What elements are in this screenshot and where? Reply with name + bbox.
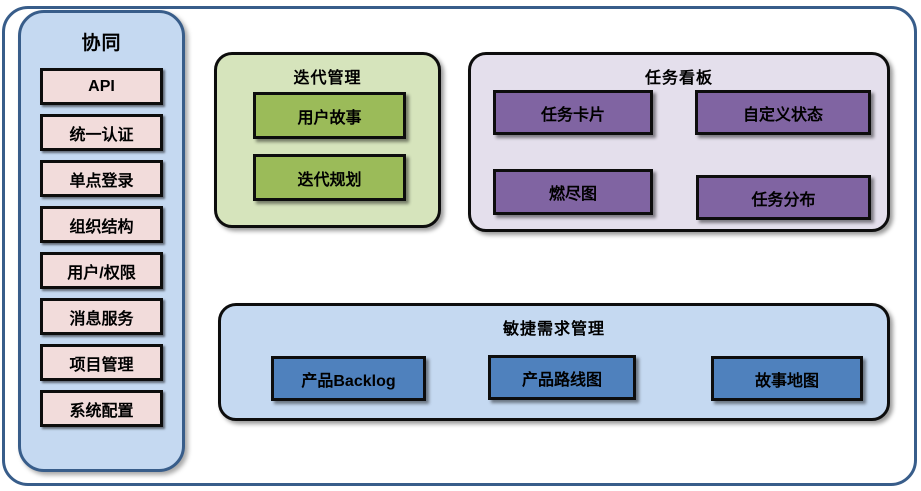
sidebar-item-unified-auth: 统一认证 (40, 114, 163, 151)
box-user-story: 用户故事 (253, 92, 406, 139)
box-product-backlog: 产品Backlog (271, 356, 426, 401)
box-product-roadmap: 产品路线图 (488, 355, 636, 400)
collaboration-panel-title: 协同 (81, 33, 122, 54)
collaboration-panel: 协同 API 统一认证 单点登录 组织结构 用户/权限 消息服务 项目管理 系统… (18, 10, 185, 472)
section-agile-requirements: 敏捷需求管理 产品Backlog 产品路线图 故事地图 (218, 303, 890, 421)
sidebar-item-project-management: 项目管理 (40, 344, 163, 381)
collaboration-panel-items: API 统一认证 单点登录 组织结构 用户/权限 消息服务 项目管理 系统配置 (40, 68, 163, 427)
sidebar-item-user-permission: 用户/权限 (40, 252, 163, 289)
sidebar-item-sso: 单点登录 (40, 160, 163, 197)
box-custom-status: 自定义状态 (695, 90, 871, 135)
section-iteration-management: 迭代管理 用户故事 迭代规划 (214, 52, 441, 228)
box-story-map: 故事地图 (711, 356, 863, 401)
box-burndown-chart: 燃尽图 (493, 169, 653, 215)
sidebar-item-system-config: 系统配置 (40, 390, 163, 427)
sidebar-item-message-service: 消息服务 (40, 298, 163, 335)
section-task-board: 任务看板 任务卡片 自定义状态 燃尽图 任务分布 (468, 52, 890, 232)
section-task-board-title: 任务看板 (644, 70, 713, 87)
box-task-card: 任务卡片 (493, 90, 653, 135)
box-iteration-planning: 迭代规划 (253, 154, 406, 201)
box-task-distribution: 任务分布 (696, 175, 871, 220)
sidebar-item-org-structure: 组织结构 (40, 206, 163, 243)
sidebar-item-api: API (40, 68, 163, 105)
section-iteration-management-title: 迭代管理 (293, 70, 362, 87)
section-agile-requirements-title: 敏捷需求管理 (502, 321, 605, 338)
